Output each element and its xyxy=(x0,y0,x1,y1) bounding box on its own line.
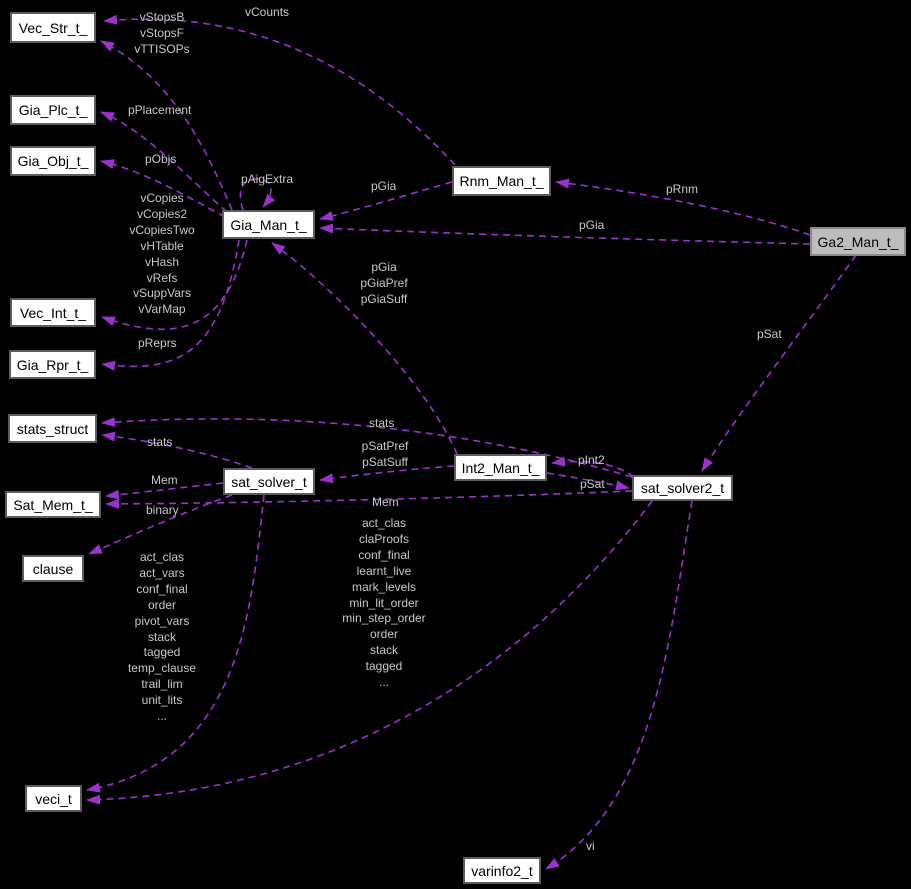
node-gia-obj-label: Gia_Obj_t_ xyxy=(17,153,89,169)
edge-label-gia-vec-fields: vCopies vCopies2 vCopiesTwo vHTable vHas… xyxy=(129,191,195,317)
node-vec-int[interactable]: Vec_Int_t_ xyxy=(10,298,96,327)
edge-int2-solver2-psat xyxy=(546,472,630,491)
edge-label-pgia-rnm: pGia xyxy=(371,179,397,193)
edge-solver2-stats-stats xyxy=(101,417,633,478)
node-rnm-man[interactable]: Rnm_Man_t_ xyxy=(452,166,551,196)
edge-ga2-solver2-psat xyxy=(701,254,857,472)
node-gia-plc[interactable]: Gia_Plc_t_ xyxy=(10,95,96,125)
node-vec-str[interactable]: Vec_Str_t_ xyxy=(10,12,96,43)
node-sat-solver-label: sat_solver_t xyxy=(231,473,307,490)
edge-solver2-satmem-mem xyxy=(105,490,633,509)
node-sat-mem[interactable]: Sat_Mem_t_ xyxy=(5,491,101,518)
node-int2-man-label: Int2_Man_t_ xyxy=(461,459,540,476)
edge-label-vi: vi xyxy=(586,839,595,853)
node-sat-mem-label: Sat_Mem_t_ xyxy=(13,496,93,513)
edge-label-prnm: pRnm xyxy=(666,182,699,196)
edge-label-psat-int2: pSat xyxy=(580,477,605,491)
edge-label-vstops: vStopsB vStopsF vTTISOPs xyxy=(134,10,190,56)
edge-solver1-veci-fields xyxy=(86,494,265,793)
node-veci[interactable]: veci_t xyxy=(25,785,82,812)
node-vec-str-label: Vec_Str_t_ xyxy=(18,19,88,36)
edge-ga2-giaman-pgia xyxy=(319,223,811,245)
edge-label-pgia-int2: pGia pGiaPref pGiaSuff xyxy=(360,260,408,306)
edge-label-mem-solver2: Mem xyxy=(372,495,399,509)
node-ga2-man-label: Ga2_Man_t_ xyxy=(817,233,899,250)
edge-label-stats-solver2: stats xyxy=(369,416,395,430)
edge-rnm-vecstr-vcounts xyxy=(103,14,456,166)
node-stats-struct[interactable]: stats_struct xyxy=(8,414,97,443)
edge-giaman-vecint-fields xyxy=(101,239,248,330)
node-clause-label: clause xyxy=(32,560,74,577)
edge-label-pplacement: pPlacement xyxy=(128,103,192,117)
node-gia-rpr-label: Gia_Rpr_t_ xyxy=(16,356,89,373)
edge-label-solver2-fields: act_clas claProofs conf_final learnt_liv… xyxy=(342,516,426,690)
edge-label-pgia-ga2: pGia xyxy=(579,218,605,232)
node-varinfo2[interactable]: varinfo2_t xyxy=(463,857,541,884)
node-ga2-man: Ga2_Man_t_ xyxy=(810,227,906,256)
edge-label-vcounts: vCounts xyxy=(245,5,290,19)
edge-giaman-giaplc-pplacement xyxy=(100,111,228,213)
node-sat-solver2[interactable]: sat_solver2_t xyxy=(632,475,733,501)
edge-label-psatprefsuff: pSatPref pSatSuff xyxy=(361,439,409,469)
edge-int2-solver1-psatprefsuff xyxy=(319,465,455,484)
edge-solver1-clause-binary xyxy=(88,494,233,555)
node-stats-struct-label: stats_struct xyxy=(16,420,89,437)
edge-label-paigextra: pAigExtra xyxy=(241,172,294,186)
edge-label-solver1-fields: act_clas act_vars conf_final order pivot… xyxy=(127,550,197,724)
node-sat-solver2-label: sat_solver2_t xyxy=(640,480,725,496)
edge-label-binary: binary xyxy=(146,503,179,517)
edge-label-stats-solver1: stats xyxy=(147,435,173,449)
edge-solver2-varinfo2-vi xyxy=(545,500,693,870)
edge-label-pobjs: pObjs xyxy=(145,152,177,166)
edge-int2-giaman-pgia xyxy=(271,242,458,455)
node-rnm-man-label: Rnm_Man_t_ xyxy=(459,173,544,189)
node-gia-plc-label: Gia_Plc_t_ xyxy=(18,102,88,118)
edge-label-pint2: pInt2 xyxy=(578,453,605,467)
edge-label-psat-ga2: pSat xyxy=(757,327,782,341)
node-gia-man-label: Gia_Man_t_ xyxy=(230,216,307,233)
edge-giaman-self-paigextra xyxy=(239,178,276,211)
edge-solver1-stats-stats xyxy=(101,431,253,469)
node-vec-int-label: Vec_Int_t_ xyxy=(19,304,87,321)
edge-label-mem-solver1: Mem xyxy=(151,473,178,487)
node-veci-label: veci_t xyxy=(35,790,72,807)
edge-giaman-giarpr-preprs xyxy=(101,239,240,371)
node-sat-solver[interactable]: sat_solver_t xyxy=(223,468,315,495)
node-gia-obj[interactable]: Gia_Obj_t_ xyxy=(10,146,96,176)
node-clause[interactable]: clause xyxy=(22,555,84,582)
node-int2-man[interactable]: Int2_Man_t_ xyxy=(454,454,547,481)
edge-ga2-rnm-prnm xyxy=(555,178,811,236)
node-varinfo2-label: varinfo2_t xyxy=(471,862,533,879)
edge-solver2-veci-fields xyxy=(86,500,653,805)
node-gia-rpr[interactable]: Gia_Rpr_t_ xyxy=(9,350,96,379)
edge-giaman-vecstr-vstops xyxy=(100,40,233,211)
node-gia-man[interactable]: Gia_Man_t_ xyxy=(222,210,315,239)
edge-rnm-giaman-pgia xyxy=(319,181,453,221)
edge-label-preprs: pReprs xyxy=(138,336,177,350)
edge-solver1-satmem-mem xyxy=(105,482,224,500)
edge-giaman-giaobj-pobjs xyxy=(100,159,226,218)
edge-solver2-int2-pint2 xyxy=(551,456,635,478)
